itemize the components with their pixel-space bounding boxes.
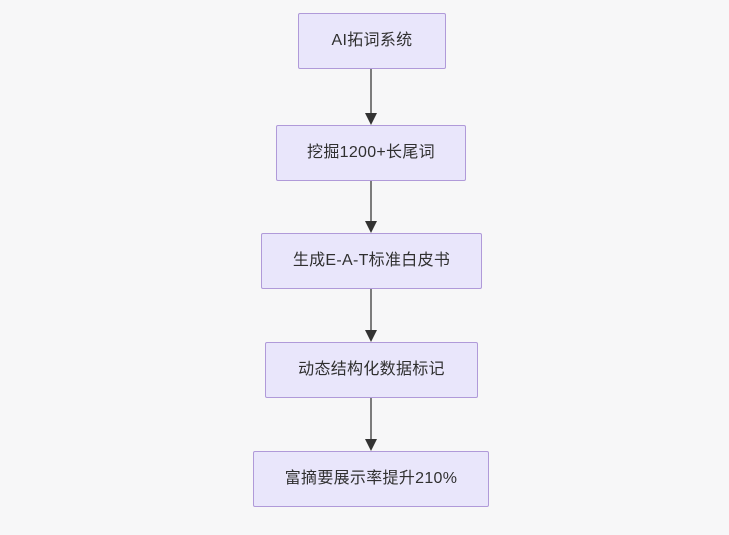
flow-node-ai-keyword-system[interactable]: AI拓词系统 — [298, 13, 446, 69]
connector-arrow-1 — [365, 69, 377, 125]
flow-node-label: 挖掘1200+长尾词 — [307, 144, 435, 162]
flow-node-label: 生成E-A-T标准白皮书 — [292, 252, 451, 270]
connector-arrow-4 — [365, 398, 377, 451]
flow-node-generate-eat-whitepaper[interactable]: 生成E-A-T标准白皮书 — [261, 233, 482, 289]
flow-node-label: 富摘要展示率提升210% — [284, 470, 458, 488]
flow-node-label: AI拓词系统 — [331, 32, 413, 50]
flow-node-rich-snippet-rate-increase[interactable]: 富摘要展示率提升210% — [253, 451, 489, 507]
flow-node-mine-longtail-keywords[interactable]: 挖掘1200+长尾词 — [276, 125, 466, 181]
connector-arrow-2 — [365, 181, 377, 233]
connector-arrow-3 — [365, 289, 377, 342]
flow-node-dynamic-structured-data-markup[interactable]: 动态结构化数据标记 — [265, 342, 478, 398]
flow-node-label: 动态结构化数据标记 — [298, 361, 445, 379]
